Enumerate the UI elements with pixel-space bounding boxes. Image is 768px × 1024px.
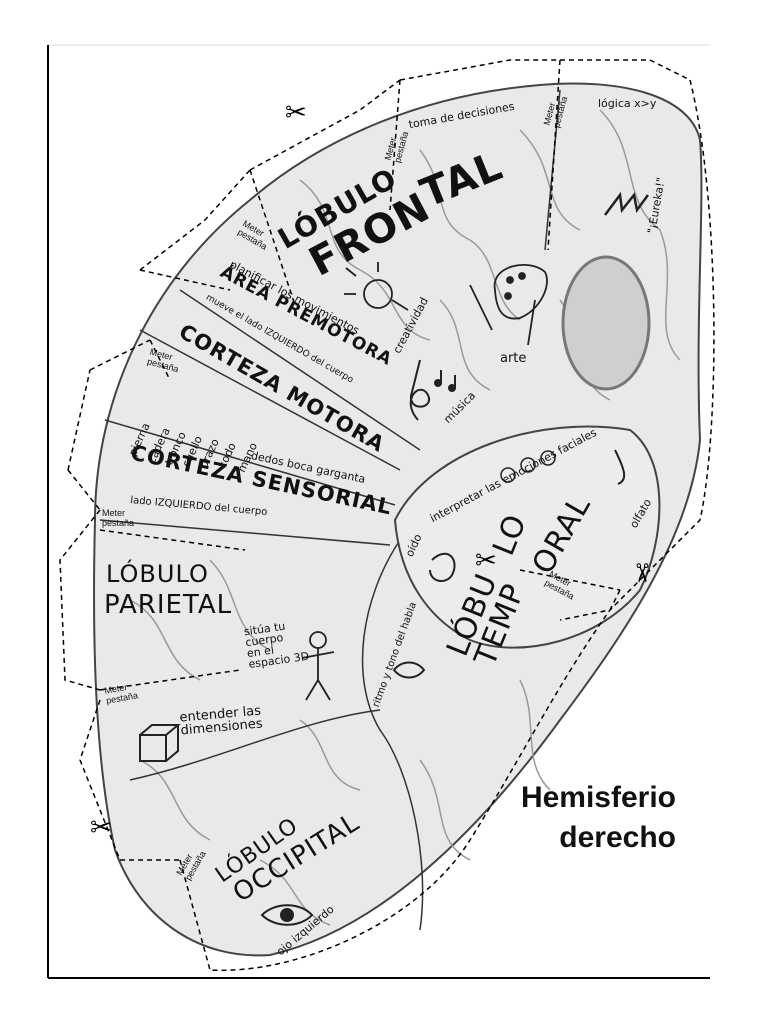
parietal-word-1: LÓBULO (106, 560, 209, 588)
temporal-lobe-outline (393, 425, 661, 649)
cube-icon (139, 724, 181, 762)
stick-figure-icon (301, 631, 335, 701)
cut-out-oval (561, 255, 651, 391)
scissors-icon: ✂ (90, 813, 112, 843)
faces-icon (500, 450, 556, 483)
tab-line: Meter (102, 508, 126, 518)
locate-body-label: sitúa tu cuerpo en el espacio 3D (243, 618, 310, 671)
eye-icon (260, 904, 314, 926)
scissors-icon: ✂ (625, 562, 656, 584)
lightning-icon (604, 191, 650, 216)
lightbulb-icon (344, 262, 409, 311)
scissors-icon: ✂ (475, 546, 497, 576)
tab-line: pestaña (102, 518, 135, 528)
logic-label: lógica x>y (598, 97, 657, 110)
tab-label: Meter pestaña (102, 508, 146, 528)
ear-icon (429, 552, 456, 582)
palette-icon (469, 264, 548, 346)
title-line-2: derecho (559, 821, 676, 854)
treble-clef-icon (409, 359, 456, 421)
nose-icon (614, 449, 626, 485)
cut-line-outer (209, 79, 715, 972)
title-line-1: Hemisferio (520, 781, 676, 814)
scissors-icon: ✂ (285, 98, 307, 128)
parietal-word-2: PARIETAL (104, 590, 233, 620)
art-label: arte (500, 351, 527, 366)
lips-icon (392, 661, 426, 679)
hemisphere-title: Hemisferio derecho (476, 778, 676, 858)
